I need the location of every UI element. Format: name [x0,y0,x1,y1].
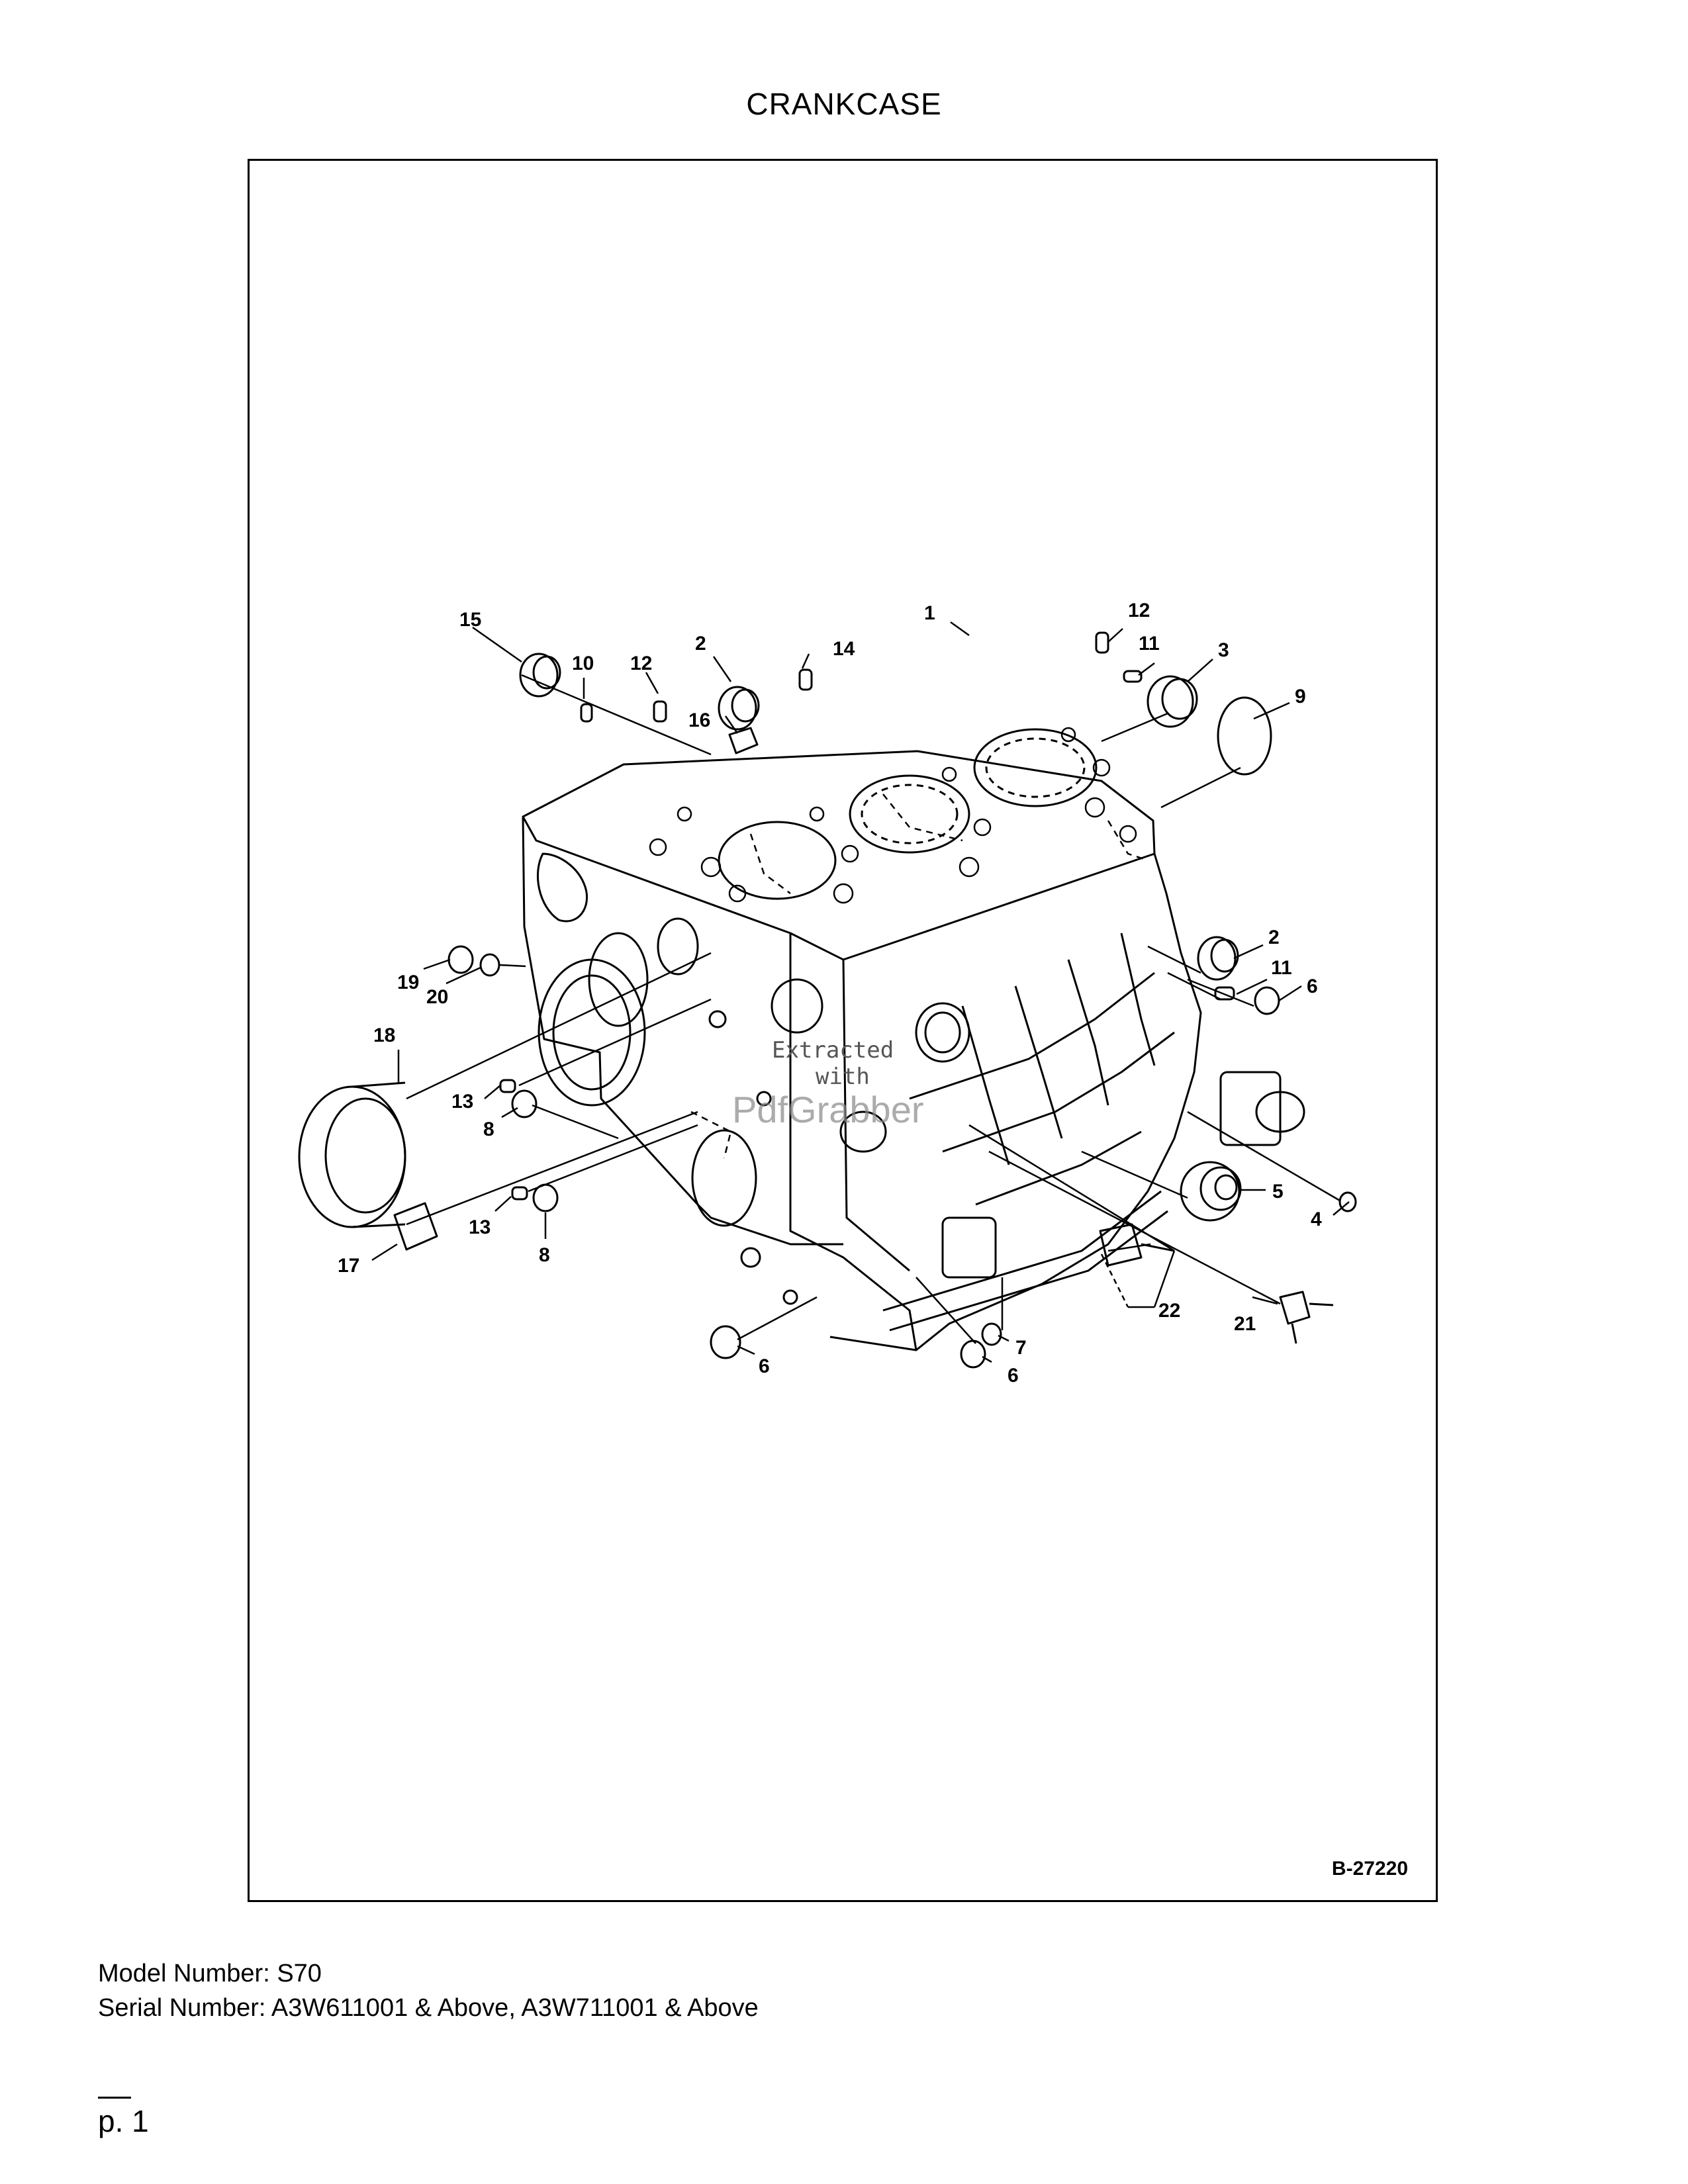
callout-7: 7 [1015,1337,1027,1359]
part-9-plug [1217,696,1272,776]
part-18-oil-seal [298,1085,406,1228]
part-7-plug [981,1322,1002,1346]
callout-12-left: 12 [630,653,652,674]
part-16-fitting [728,727,759,754]
part-15-plug [519,653,559,698]
part-6-plug-lower-left [710,1325,741,1359]
part-22-sensor [1099,1223,1143,1267]
watermark-line-2: with [816,1064,870,1090]
leader-lines [371,621,1350,1363]
part-12-pin-left [653,700,667,723]
part-11-pin-lower [1214,986,1235,1001]
figure-frame: B-27220 [248,159,1438,1902]
callout-14: 14 [833,638,855,660]
part-4-nipple [1338,1191,1357,1212]
callout-20: 20 [426,986,448,1008]
callout-12-right: 12 [1128,600,1150,621]
serial-number: Serial Number: A3W611001 & Above, A3W711… [98,1994,759,2022]
callout-19: 19 [397,972,419,993]
callout-8-upper: 8 [483,1118,494,1140]
part-3-plug [1147,675,1194,728]
callout-21: 21 [1234,1313,1256,1335]
part-12-pin-right [1095,631,1109,654]
part-17-bushing [393,1202,438,1251]
watermark-line-1: Extracted [772,1037,894,1064]
callout-6-lower-left: 6 [759,1355,770,1377]
watermark-line-3: PdfGrabber [732,1089,924,1130]
model-number: Model Number: S70 [98,1960,322,1987]
front-face-features [771,978,1305,1279]
crankcase-exploded-diagram: 1 2 2 3 4 5 6 6 6 7 8 8 9 10 11 11 12 12… [298,600,1357,1387]
callout-15: 15 [459,609,481,631]
callout-6-lower-mid: 6 [1008,1365,1019,1387]
callout-17: 17 [338,1255,359,1277]
page-title: CRANKCASE [746,87,942,121]
footer-info: Model Number: S70 Serial Number: A3W6110… [98,1956,759,2025]
part-19-plug [447,945,474,974]
part-6-plug-lower-mid [960,1340,986,1369]
callout-9: 9 [1295,686,1306,707]
hidden-lines [690,794,1149,1159]
left-face-openings [536,852,798,1305]
callout-6-right: 6 [1307,976,1318,997]
pdfgrabber-watermark: Extracted with PdfGrabber [732,1037,924,1130]
callout-2-right: 2 [1268,927,1280,948]
engine-block [522,750,1202,1351]
page-number: p. 1 [98,2104,149,2138]
part-14-pin [798,668,813,691]
callout-22: 22 [1158,1300,1180,1322]
callout-labels: 1 2 2 3 4 5 6 6 6 7 8 8 9 10 11 11 12 12… [338,600,1322,1387]
part-13-pin-upper [499,1079,516,1093]
callout-4: 4 [1311,1208,1322,1230]
callout-18: 18 [373,1024,395,1046]
part-2-plug-top [718,686,757,731]
part-11-pin-top [1123,670,1143,683]
part-13-pin-lower [511,1186,528,1201]
callout-13-lower: 13 [469,1216,491,1238]
part-5-seal [1180,1161,1241,1222]
cylinder-bores [718,728,1098,900]
callout-8-lower: 8 [539,1244,550,1266]
callout-5: 5 [1272,1181,1284,1203]
part-21-drain-cock [1279,1291,1311,1325]
part-6-plug-right [1254,986,1280,1015]
callout-13-upper: 13 [451,1091,473,1113]
deck-holes [649,727,1137,904]
page-number-rule [98,2097,131,2099]
callout-10: 10 [572,653,594,674]
callout-11-lower: 11 [1271,957,1292,979]
callout-11-top: 11 [1139,633,1160,655]
part-10-pin [580,703,593,723]
callout-1: 1 [924,602,935,624]
callout-16: 16 [688,709,710,731]
part-8-bushing-upper [511,1089,538,1118]
figure-code: B-27220 [1331,1858,1408,1880]
callout-2-top: 2 [695,633,706,655]
part-20-washer [479,953,500,977]
callout-3: 3 [1218,639,1229,661]
